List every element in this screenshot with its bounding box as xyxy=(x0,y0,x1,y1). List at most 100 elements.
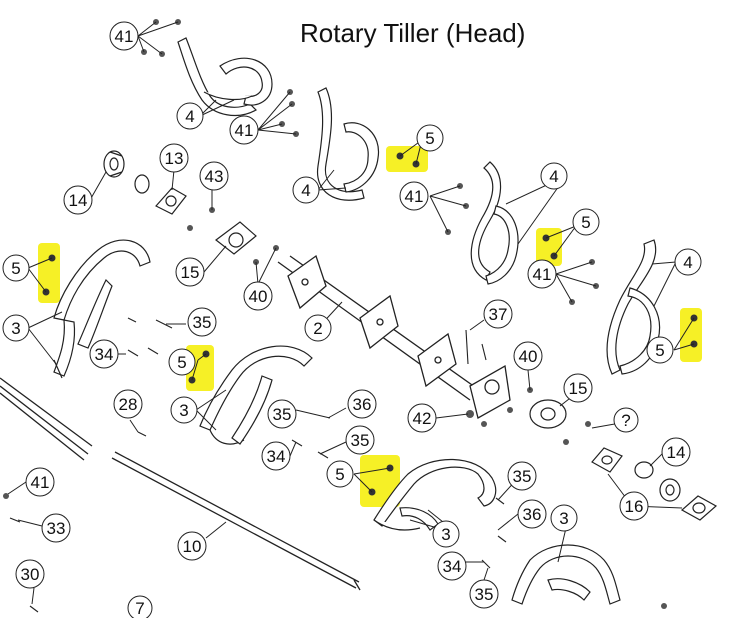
callout-13: 13 xyxy=(159,143,189,173)
blade-bottom xyxy=(373,458,497,531)
blade-lower-right xyxy=(511,544,621,605)
callout-43: 43 xyxy=(199,161,229,191)
svg-text:4: 4 xyxy=(185,107,194,126)
callout-33: 33 xyxy=(41,513,71,543)
callout-41: 41 xyxy=(25,467,55,497)
callout-37: 37 xyxy=(483,299,513,329)
flange-16 xyxy=(591,447,718,521)
svg-text:5: 5 xyxy=(335,465,344,484)
svg-text:15: 15 xyxy=(569,379,588,398)
svg-text:5: 5 xyxy=(11,259,20,278)
svg-text:5: 5 xyxy=(177,353,186,372)
svg-text:36: 36 xyxy=(523,505,542,524)
svg-text:43: 43 xyxy=(205,167,224,186)
svg-text:41: 41 xyxy=(31,473,50,492)
svg-text:40: 40 xyxy=(519,347,538,366)
svg-text:33: 33 xyxy=(47,519,66,538)
callout-36: 36 xyxy=(517,499,547,529)
svg-text:41: 41 xyxy=(115,27,134,46)
callout-5: 5 xyxy=(168,348,196,376)
svg-text:35: 35 xyxy=(193,313,212,332)
callout-5: 5 xyxy=(646,336,674,364)
callout-34: 34 xyxy=(89,339,119,369)
callout-15: 15 xyxy=(175,257,205,287)
callout-14: 14 xyxy=(63,185,93,215)
svg-text:3: 3 xyxy=(559,509,568,528)
svg-text:3: 3 xyxy=(11,319,20,338)
callout-30: 30 xyxy=(15,559,45,589)
callout-40: 40 xyxy=(243,281,273,311)
svg-text:?: ? xyxy=(621,411,630,430)
svg-text:40: 40 xyxy=(249,287,268,306)
shaft-assembly xyxy=(277,254,511,419)
svg-text:34: 34 xyxy=(443,557,462,576)
callout-question: ? xyxy=(613,407,639,433)
callout-3: 3 xyxy=(432,520,460,548)
tine-group-3 xyxy=(470,161,519,285)
callout-35: 35 xyxy=(345,425,375,455)
svg-text:5: 5 xyxy=(655,341,664,360)
callout-35: 35 xyxy=(469,579,499,609)
svg-text:5: 5 xyxy=(425,129,434,148)
svg-text:42: 42 xyxy=(413,409,432,428)
diagram-title: Rotary Tiller (Head) xyxy=(300,18,526,48)
leader-lines xyxy=(7,21,695,605)
svg-text:35: 35 xyxy=(513,467,532,486)
bushing xyxy=(134,174,150,194)
svg-text:37: 37 xyxy=(489,305,508,324)
svg-text:41: 41 xyxy=(235,121,254,140)
callout-40: 40 xyxy=(513,341,543,371)
callout-42: 42 xyxy=(407,403,437,433)
callout-41: 41 xyxy=(527,259,557,289)
rod-end xyxy=(353,579,361,591)
svg-text:14: 14 xyxy=(69,191,88,210)
bearing-14a xyxy=(103,150,125,178)
svg-text:3: 3 xyxy=(441,525,450,544)
svg-text:16: 16 xyxy=(625,497,644,516)
callout-41: 41 xyxy=(229,115,259,145)
callout-35: 35 xyxy=(187,307,217,337)
callout-5: 5 xyxy=(572,208,600,236)
svg-text:5: 5 xyxy=(581,213,590,232)
bearing-housing-15b xyxy=(529,399,567,429)
callout-14: 14 xyxy=(661,437,691,467)
rod-10 xyxy=(0,377,360,589)
svg-text:28: 28 xyxy=(119,395,138,414)
callout-3: 3 xyxy=(170,396,198,424)
callout-28: 28 xyxy=(113,389,143,419)
callout-16: 16 xyxy=(619,491,649,521)
svg-text:13: 13 xyxy=(165,149,184,168)
bearing-14b xyxy=(634,461,681,502)
svg-text:41: 41 xyxy=(533,265,552,284)
callout-15: 15 xyxy=(563,373,593,403)
callout-35: 35 xyxy=(507,461,537,491)
callout-41: 41 xyxy=(109,21,139,51)
flange-13 xyxy=(155,187,187,215)
svg-text:4: 4 xyxy=(549,167,558,186)
svg-text:34: 34 xyxy=(95,345,114,364)
callout-4: 4 xyxy=(540,162,568,190)
svg-text:3: 3 xyxy=(179,401,188,420)
svg-text:14: 14 xyxy=(667,443,686,462)
svg-text:36: 36 xyxy=(353,395,372,414)
callout-34: 34 xyxy=(261,441,291,471)
svg-text:41: 41 xyxy=(405,187,424,206)
callout-34: 34 xyxy=(437,551,467,581)
callout-35: 35 xyxy=(267,399,297,429)
callout-36: 36 xyxy=(347,389,377,419)
blade-left xyxy=(53,239,151,379)
bolts xyxy=(9,317,507,613)
svg-text:7: 7 xyxy=(135,599,144,618)
svg-text:2: 2 xyxy=(313,319,322,338)
callout-7: 7 xyxy=(127,595,153,618)
callout-10: 10 xyxy=(177,531,207,561)
callout-4: 4 xyxy=(674,248,702,276)
callout-5: 5 xyxy=(416,124,444,152)
bearing-housing-15a xyxy=(215,221,257,255)
callout-3: 3 xyxy=(2,314,30,342)
svg-text:34: 34 xyxy=(267,447,286,466)
tine-group-top xyxy=(177,37,273,117)
callout-5: 5 xyxy=(326,460,354,488)
blade-mid xyxy=(199,345,313,445)
